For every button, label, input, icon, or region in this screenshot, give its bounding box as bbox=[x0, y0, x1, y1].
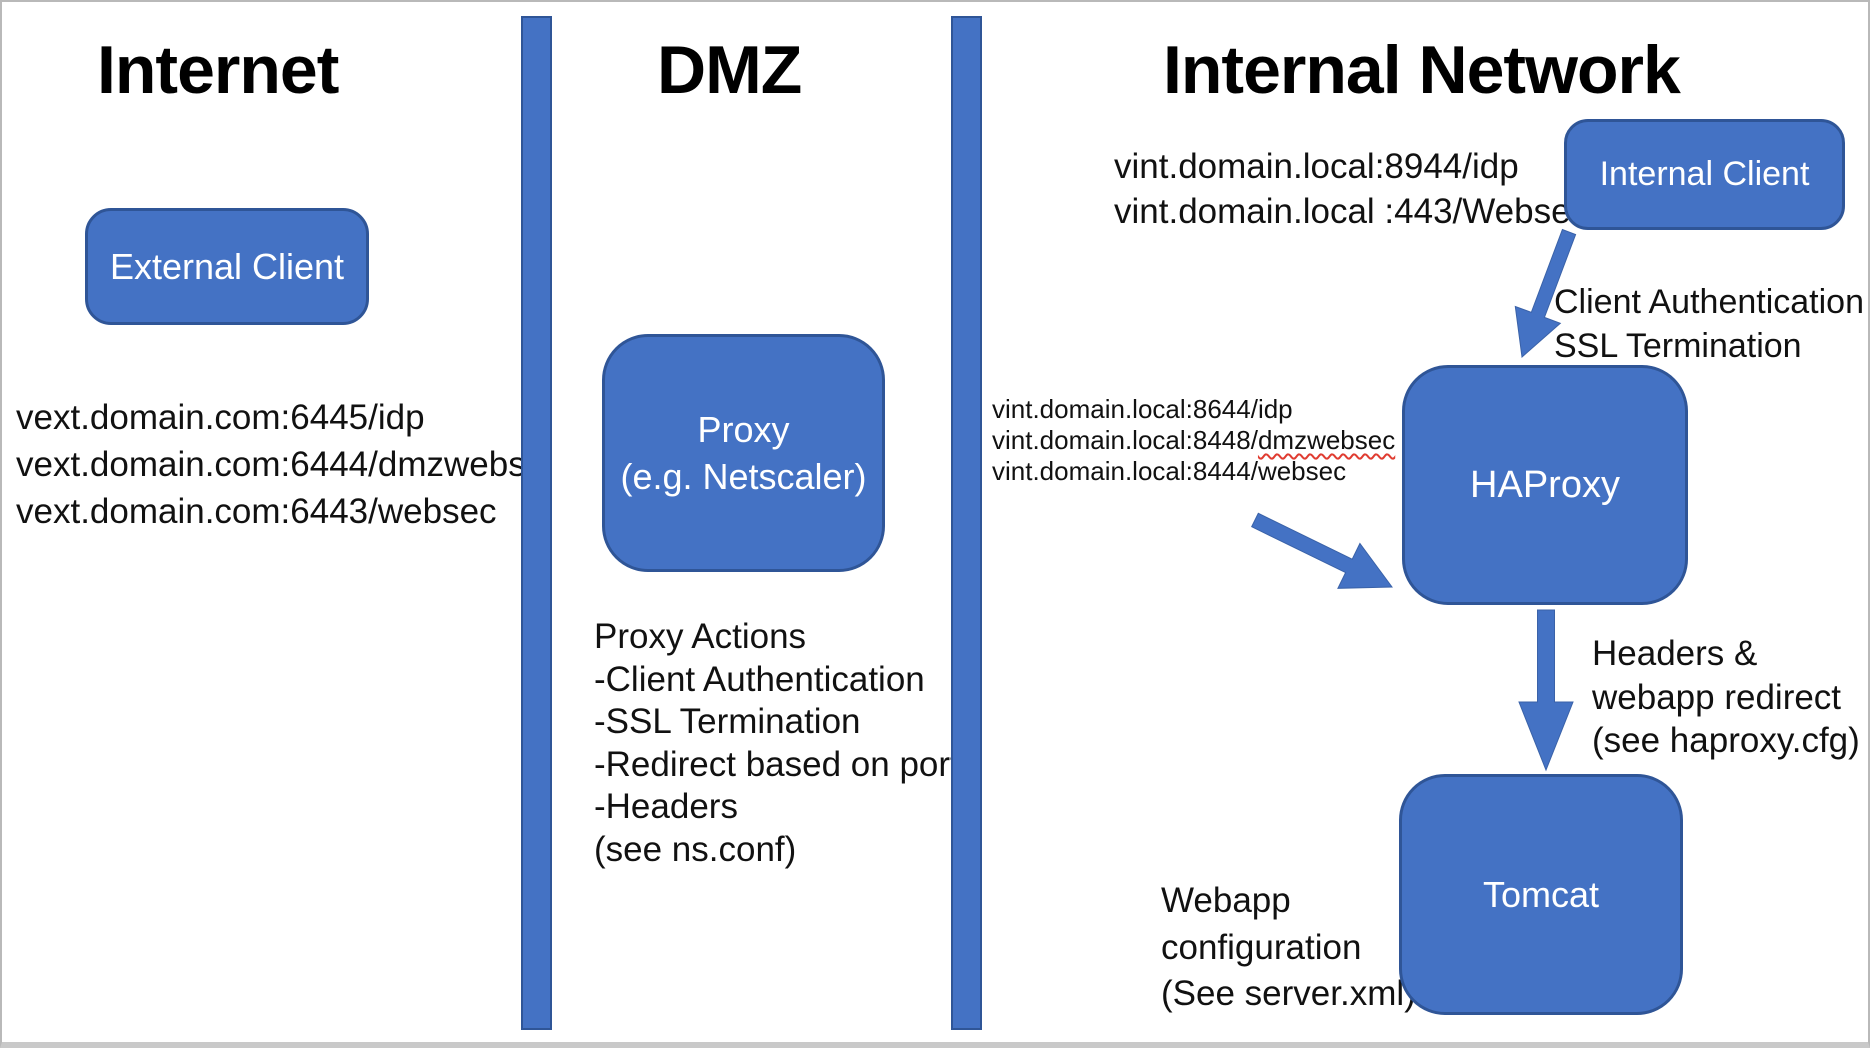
zone-divider-dmz-internal bbox=[951, 16, 982, 1030]
internal-client-url-line: vint.domain.local:8944/idp bbox=[1114, 147, 1519, 186]
node-internal-client: Internal Client bbox=[1564, 119, 1845, 230]
haproxy-to-tomcat-note-line: webapp redirect bbox=[1592, 677, 1842, 717]
haproxy-url-line: vint.domain.local:8444/websec bbox=[992, 456, 1347, 486]
tomcat-config-note: Webapp configuration (See server.xml) bbox=[1161, 878, 1416, 1018]
proxy-actions-note: Proxy Actions -Client Authentication -SS… bbox=[594, 616, 960, 871]
node-external-client: External Client bbox=[85, 208, 369, 325]
external-url-line: vext.domain.com:6444/dmzwebsec bbox=[16, 445, 552, 484]
haproxy-url-list: vint.domain.local:8644/idp vint.domain.l… bbox=[992, 394, 1395, 487]
client-auth-note-line: Client Authentication bbox=[1554, 283, 1864, 321]
node-proxy-label-line1: Proxy bbox=[697, 409, 790, 450]
proxy-actions-line: -Redirect based on port bbox=[594, 744, 960, 784]
arrow-haproxy-to-tomcat-icon bbox=[1518, 609, 1574, 772]
arrow-internal-client-to-haproxy-icon bbox=[1514, 228, 1577, 358]
internal-client-url-list: vint.domain.local:8944/idp vint.domain.l… bbox=[1114, 144, 1588, 234]
node-haproxy: HAProxy bbox=[1402, 365, 1688, 605]
client-auth-note: Client Authentication SSL Termination bbox=[1554, 280, 1864, 368]
node-external-client-label: External Client bbox=[109, 245, 345, 287]
haproxy-to-tomcat-note-line: Headers & bbox=[1592, 634, 1758, 673]
tomcat-config-note-line: (See server.xml) bbox=[1161, 974, 1416, 1013]
zone-title-internal-network: Internal Network bbox=[1163, 32, 1681, 108]
proxy-actions-line: -Client Authentication bbox=[594, 659, 925, 699]
zone-title-internet: Internet bbox=[97, 32, 339, 108]
external-url-list: vext.domain.com:6445/idp vext.domain.com… bbox=[16, 394, 552, 535]
haproxy-url-line: vint.domain.local:8644/idp bbox=[992, 394, 1293, 424]
proxy-actions-line: -Headers bbox=[594, 787, 738, 826]
proxy-actions-line: -SSL Termination bbox=[594, 702, 861, 741]
haproxy-to-tomcat-note-line: (see haproxy.cfg) bbox=[1592, 721, 1860, 760]
node-proxy: Proxy (e.g. Netscaler) bbox=[602, 334, 885, 572]
proxy-actions-line: (see ns.conf) bbox=[594, 829, 797, 869]
tomcat-config-note-line: configuration bbox=[1161, 927, 1362, 967]
tomcat-config-note-line: Webapp bbox=[1161, 881, 1291, 920]
haproxy-url-line2-prefix: vint.domain.local:8448/ bbox=[992, 425, 1258, 455]
haproxy-url-line2-spellcheck: dmzwebsec bbox=[1257, 425, 1396, 455]
node-tomcat-label: Tomcat bbox=[1482, 873, 1600, 915]
node-haproxy-label: HAProxy bbox=[1470, 463, 1620, 506]
haproxy-to-tomcat-note: Headers & webapp redirect (see haproxy.c… bbox=[1592, 632, 1860, 763]
node-tomcat: Tomcat bbox=[1399, 774, 1683, 1015]
node-proxy-label-line2: (e.g. Netscaler) bbox=[620, 456, 867, 497]
zone-divider-internet-dmz bbox=[521, 16, 552, 1030]
haproxy-url-line: vint.domain.local:8448/dmzwebsec bbox=[992, 425, 1395, 456]
internal-client-url-line: vint.domain.local :443/Websec bbox=[1114, 192, 1589, 231]
node-internal-client-label: Internal Client bbox=[1599, 155, 1810, 193]
arrow-urls-to-haproxy-icon bbox=[1251, 512, 1393, 589]
external-url-line: vext.domain.com:6443/websec bbox=[16, 492, 497, 531]
zone-title-dmz: DMZ bbox=[657, 32, 802, 108]
external-url-line: vext.domain.com:6445/idp bbox=[16, 398, 425, 437]
client-auth-note-line: SSL Termination bbox=[1554, 327, 1802, 365]
proxy-actions-line: Proxy Actions bbox=[594, 617, 807, 656]
